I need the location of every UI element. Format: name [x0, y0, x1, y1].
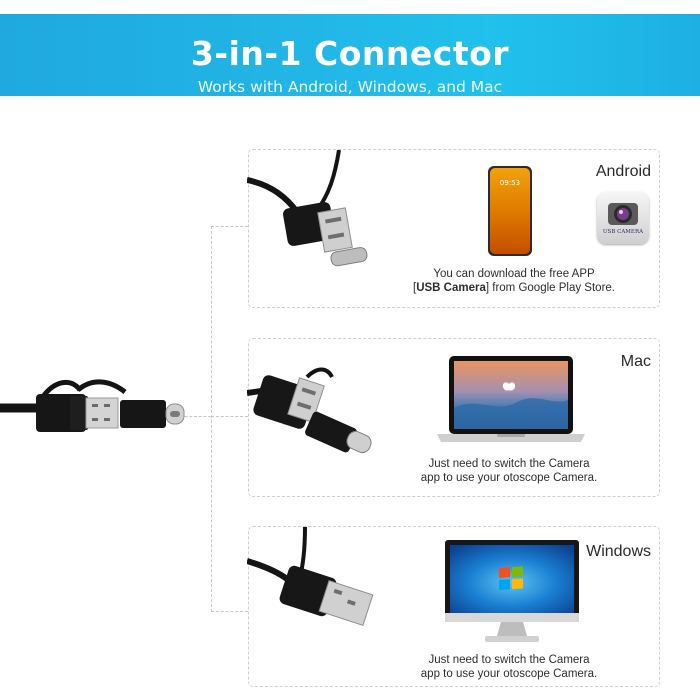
windows-caption-line2: app to use your otoscope Camera.: [420, 668, 598, 680]
mac-caption-line1: Just need to switch the Camera: [428, 458, 590, 470]
android-panel: 09:53 USB CAMERA Android You can downloa…: [247, 149, 660, 308]
header-banner: 3-in-1 Connector Works with Android, Win…: [0, 14, 700, 96]
windows-monitor-image: [445, 540, 579, 642]
usb-camera-icon-label: USB CAMERA: [602, 229, 644, 235]
windows-caption-line1: Just need to switch the Camera: [428, 654, 590, 666]
connector-line-android: [211, 226, 248, 227]
main-connector-image: [0, 379, 185, 432]
windows-label: Windows: [586, 543, 651, 560]
mac-label: Mac: [620, 353, 651, 370]
caption-rest: ] from Google Play Store.: [485, 282, 615, 294]
mac-caption: Just need to switch the Camera app to us…: [389, 457, 629, 485]
connector-line-main: [180, 416, 211, 417]
macbook-image: [437, 356, 585, 442]
connector-line-vertical: [211, 226, 212, 612]
mac-panel: Mac Just need to switch the Camera app t…: [247, 338, 660, 497]
android-caption-line2: [USB Camera] from Google Play Store.: [394, 281, 634, 295]
android-caption: You can download the free APP [USB Camer…: [394, 267, 634, 295]
usb-camera-app-icon: USB CAMERA: [597, 192, 649, 244]
page-title: 3-in-1 Connector: [190, 34, 510, 73]
windows-caption: Just need to switch the Camera app to us…: [389, 653, 629, 681]
connector-line-windows: [211, 611, 248, 612]
android-cable-image: [247, 150, 368, 267]
mac-cable-image: [247, 367, 372, 454]
windows-cable-image: [247, 527, 374, 626]
android-label: Android: [595, 163, 651, 180]
connector-line-mac: [211, 416, 248, 417]
caption-bracket-open: [: [413, 282, 417, 294]
camera-lens-icon: [608, 203, 638, 225]
mac-caption-line2: app to use your otoscope Camera.: [420, 472, 598, 484]
windows-panel: Windows Just need to switch the Camera a…: [247, 526, 660, 687]
usb-camera-app-name: USB Camera: [416, 282, 486, 294]
phone-time: 09:53: [500, 179, 520, 187]
android-phone-image: 09:53: [488, 166, 532, 256]
page-subtitle: Works with Android, Windows, and Mac: [197, 78, 503, 96]
android-caption-line1: You can download the free APP: [433, 268, 595, 280]
